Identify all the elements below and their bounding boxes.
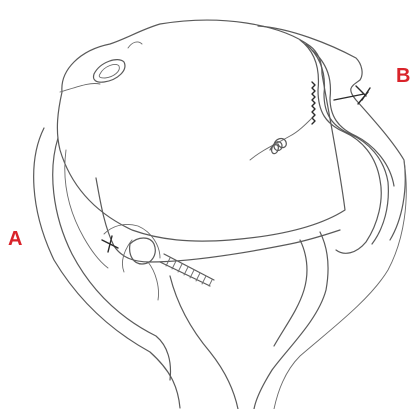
oval-marker-inner: [99, 64, 119, 78]
acetabulum-outer: [34, 128, 180, 408]
femoral-head-outline: [57, 20, 345, 241]
capsule-outer: [258, 26, 405, 240]
anchor-head: [130, 238, 156, 264]
label-b: B: [396, 66, 410, 86]
serrated-edge: [312, 82, 315, 124]
anchor-threads: [166, 258, 212, 286]
pillar-right-inner: [274, 240, 307, 346]
label-a: A: [8, 229, 22, 249]
pillar-left: [170, 276, 238, 409]
head-top-line: [60, 42, 142, 92]
anchor-sutures: [122, 240, 158, 300]
oval-marker: [93, 60, 124, 83]
outer-right-contour: [274, 160, 406, 409]
suture-knot: [270, 139, 286, 154]
pillar-right: [254, 232, 328, 409]
capsule-layer-3: [312, 50, 394, 186]
